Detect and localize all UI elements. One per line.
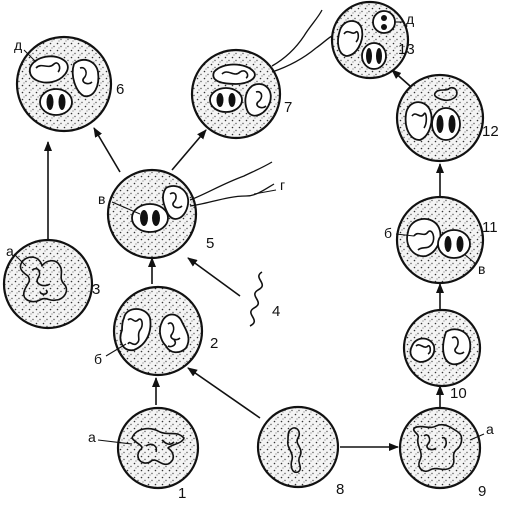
stage-number-3: 3 (92, 281, 100, 298)
label-a-cell-1: а (88, 429, 96, 445)
label-v-cell-5: в (98, 191, 105, 207)
leader-lines (13, 21, 485, 445)
cell-7 (190, 9, 333, 140)
label-g-cell-5: г (280, 177, 285, 193)
cell-1 (116, 406, 200, 490)
arrow-4-to-5 (187, 257, 241, 297)
arrow-12-to-13 (391, 69, 411, 87)
cell-6 (15, 35, 113, 133)
label-d-cell-13: д (406, 11, 414, 27)
arrow-8-to-2 (187, 367, 261, 419)
stage-number-13: 13 (398, 41, 415, 58)
label-d-cell-6: д (14, 37, 22, 53)
cell-9 (398, 406, 482, 490)
stage-number-1: 1 (178, 485, 186, 502)
arrow-5-to-7 (171, 129, 207, 171)
cell-2 (112, 285, 204, 377)
arrow-5-to-6 (93, 127, 121, 173)
cell-5 (106, 161, 275, 260)
stage-numbers: 1 2 3 4 5 6 7 8 9 10 11 12 13 (92, 41, 499, 502)
cell-12 (395, 73, 485, 163)
label-b-cell-11: б (384, 225, 392, 241)
stage-number-12: 12 (482, 123, 499, 140)
stage-number-9: 9 (478, 483, 486, 500)
stage-number-11: 11 (482, 219, 498, 236)
cell-4-spiral (249, 271, 264, 327)
stage-number-5: 5 (206, 235, 214, 252)
label-a-cell-3: а (6, 243, 14, 259)
label-b-cell-2: б (94, 351, 102, 367)
cell-3 (2, 238, 94, 330)
label-a-cell-9: а (486, 421, 494, 437)
cell-11 (395, 195, 485, 285)
cell-13 (330, 0, 410, 80)
cell-8 (256, 405, 340, 489)
stage-number-2: 2 (210, 335, 218, 352)
stage-number-7: 7 (284, 99, 292, 116)
stage-number-4: 4 (272, 303, 280, 320)
cell-10 (402, 308, 482, 388)
stage-number-8: 8 (336, 481, 344, 498)
arrows (44, 69, 444, 451)
label-v-cell-11: в (478, 261, 485, 277)
letter-labels: а а а б б в в г д д (6, 11, 494, 445)
stage-number-10: 10 (450, 385, 467, 402)
stage-number-6: 6 (116, 81, 124, 98)
